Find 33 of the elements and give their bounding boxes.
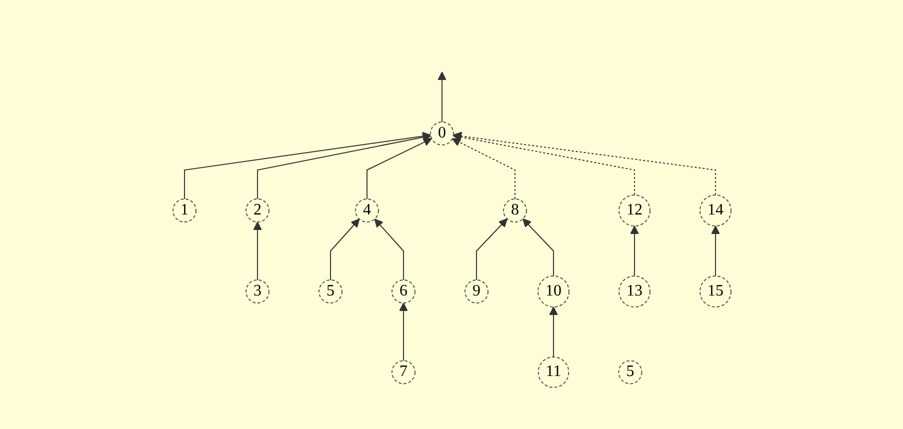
arrow [710,225,720,276]
node-circle: 1 [172,198,196,222]
node-circle: 5 [618,360,642,384]
node-circle: 13 [618,275,650,308]
node-circle: 2 [245,198,269,222]
arrow [366,138,432,200]
arrow [374,218,404,280]
arrow [437,71,446,122]
node-circle: 8 [502,198,526,222]
node-circle: 9 [464,279,488,304]
arrow [256,132,431,200]
node-circle: 4 [354,198,378,222]
arrow [630,225,638,276]
arrow [330,218,360,280]
node-circle: 11 [537,356,569,388]
node-circle: 12 [618,194,650,226]
node-circle: 15 [699,275,731,308]
arrow [452,132,716,196]
arrow [184,132,431,200]
arrow [452,132,634,196]
arrow [522,218,554,276]
node-circle: 6 [391,279,415,304]
arrow [451,138,515,200]
node-circle: 5 [318,279,342,304]
node-circle: 3 [245,279,269,304]
node-circle: 14 [699,194,731,226]
arrow [398,302,408,361]
arrow [252,221,262,280]
node-circle: 10 [537,275,569,308]
arrow [548,306,558,358]
arrow [476,218,507,280]
node-circle: 7 [391,360,415,384]
node-circle: 0 [430,121,454,146]
